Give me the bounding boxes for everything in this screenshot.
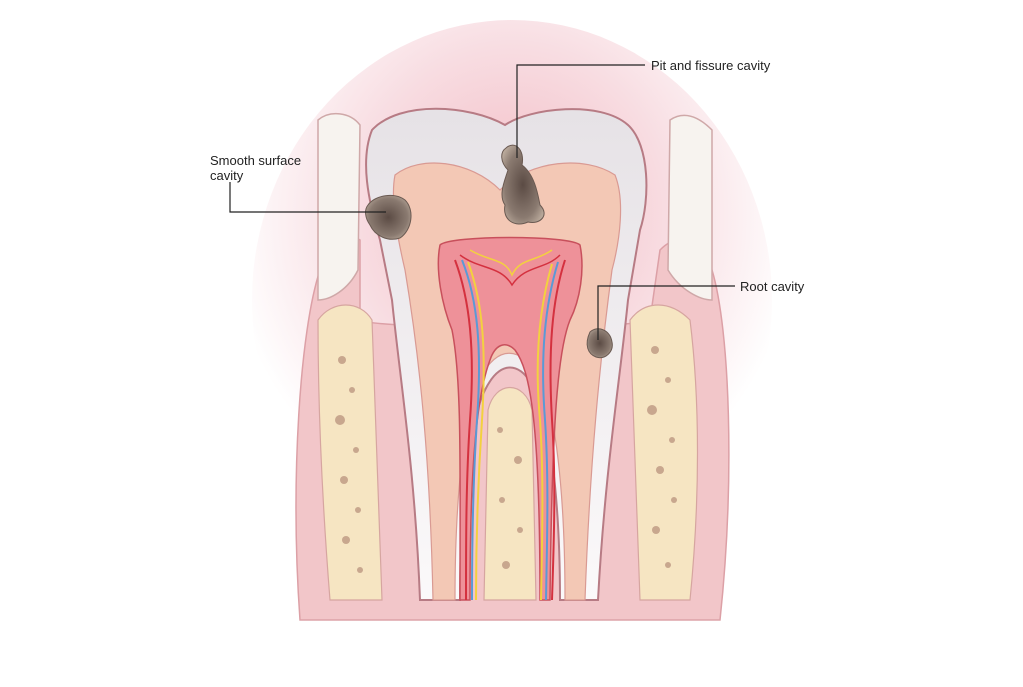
- smooth-surface-cavity: [365, 194, 412, 240]
- root-cavity: [586, 328, 613, 359]
- smooth-surface-cavity-label: Smooth surface cavity: [210, 153, 301, 183]
- bottom-fade: [250, 470, 770, 682]
- pit-and-fissure-cavity: [501, 144, 545, 225]
- left-neighbor-tooth: [317, 113, 361, 301]
- smooth-leader-line: [229, 182, 386, 213]
- pit-and-fissure-cavity-label: Pit and fissure cavity: [651, 58, 771, 73]
- root-leader-line: [597, 285, 735, 340]
- right-neighbor-tooth: [667, 114, 713, 301]
- smooth-surface-label-line1: Smooth surface: [210, 153, 302, 168]
- pit-leader-line: [516, 64, 645, 158]
- smooth-surface-label-line2: cavity: [210, 168, 244, 183]
- root-cavity-label: Root cavity: [740, 279, 805, 294]
